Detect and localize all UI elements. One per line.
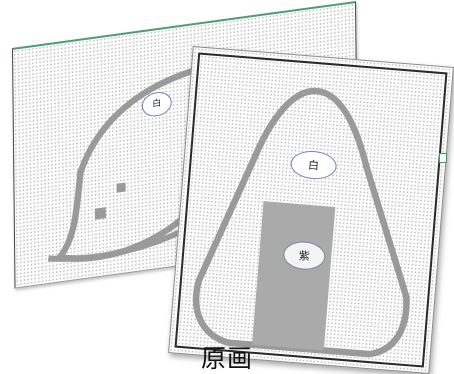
fish-tail-outline	[47, 226, 187, 262]
nori-seaweed	[252, 201, 336, 351]
side-marker	[439, 153, 447, 163]
fish-dot	[116, 182, 126, 193]
onigiri-pixel-drawing	[192, 87, 410, 358]
caption: 原画	[200, 344, 253, 373]
fish-eye	[94, 207, 106, 220]
front-grid-sheet: 白 紫	[168, 45, 454, 374]
rice-ball-outline	[192, 87, 410, 358]
